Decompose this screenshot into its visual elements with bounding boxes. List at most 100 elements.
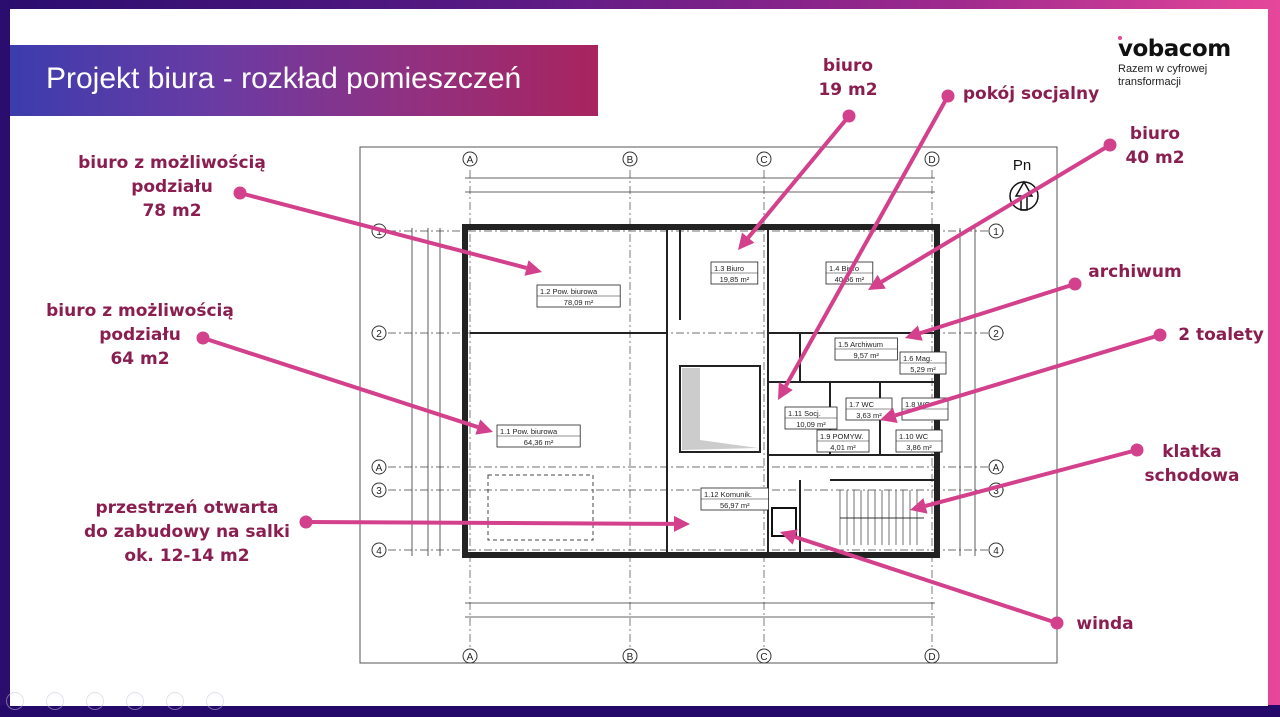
annotation-line: pokój socjalny bbox=[962, 84, 1100, 104]
axis-bubble bbox=[371, 325, 387, 341]
title-bar: Projekt biura - rozkład pomieszczeń bbox=[10, 45, 598, 116]
room-area: 10,09 m² bbox=[796, 420, 826, 429]
axis-label: D bbox=[928, 155, 935, 166]
north-arrow-glyph bbox=[1014, 180, 1034, 211]
annotation-line: ok. 12-14 m2 bbox=[124, 546, 250, 566]
annotation-arrowhead bbox=[780, 529, 798, 545]
annotation-label: winda bbox=[985, 612, 1225, 636]
room-area: 5,29 m² bbox=[910, 365, 936, 374]
axis-bubble bbox=[622, 151, 638, 167]
annotation-arrowhead bbox=[475, 419, 493, 435]
annotation-line: biuro z możliwością bbox=[46, 301, 234, 321]
annotation-label: biuro z możliwością podziału 64 m2 bbox=[20, 299, 260, 371]
annotation-arrow-line bbox=[305, 520, 675, 526]
annotation-line: biuro bbox=[822, 56, 874, 76]
axis-label: D bbox=[928, 652, 935, 663]
room-area: 78,09 m² bbox=[564, 298, 594, 307]
annotation-line: biuro z możliwością bbox=[78, 153, 266, 173]
annotation-dot bbox=[233, 186, 247, 200]
annotation-arrowhead bbox=[673, 515, 690, 532]
annotation-arrow-line bbox=[784, 95, 950, 388]
axis-bubble bbox=[988, 325, 1004, 341]
zoom-icon[interactable] bbox=[166, 692, 184, 710]
annotation-dot bbox=[299, 515, 313, 529]
axis-bubble bbox=[924, 648, 940, 664]
slide-title: Projekt biura - rozkład pomieszczeń bbox=[46, 62, 522, 95]
annotation-dot bbox=[196, 331, 210, 345]
room-area: 9,57 m² bbox=[853, 351, 879, 360]
pen-icon[interactable] bbox=[86, 692, 104, 710]
room-area: 4,01 m² bbox=[830, 443, 856, 452]
axis-label: 4 bbox=[993, 546, 999, 557]
room-area: 64,36 m² bbox=[524, 438, 554, 447]
room-name: 1.1 Pow. biurowa bbox=[500, 427, 558, 436]
axis-bubble bbox=[988, 542, 1004, 558]
room-name: 1.2 Pow. biurowa bbox=[540, 287, 598, 296]
axis-bubble bbox=[622, 648, 638, 664]
axis-bubble bbox=[371, 482, 387, 498]
meeting-room-outline bbox=[487, 474, 594, 541]
axis-bubble bbox=[371, 542, 387, 558]
room-name: 1.4 Biuro bbox=[829, 264, 859, 273]
annotation-line: schodowa bbox=[1144, 466, 1240, 486]
axis-bubble bbox=[462, 648, 478, 664]
room-area: 40,06 m² bbox=[835, 275, 865, 284]
logo-dot bbox=[1118, 36, 1122, 40]
annotation-arrow-line bbox=[746, 114, 851, 239]
axis-label: A bbox=[467, 652, 474, 663]
room-name: 1.9 POMYW. bbox=[820, 432, 863, 441]
axis-label: 1 bbox=[376, 227, 382, 238]
pointer-icon[interactable] bbox=[126, 692, 144, 710]
prev-slide-icon[interactable] bbox=[6, 692, 24, 710]
annotation-arrow-line bbox=[239, 191, 528, 270]
slide-nav-controls bbox=[6, 692, 224, 710]
annotation-arrow-line bbox=[919, 282, 1076, 336]
axis-label: B bbox=[627, 155, 634, 166]
room-name: 1.5 Archiwum bbox=[838, 340, 883, 349]
annotation-dot bbox=[1153, 328, 1167, 342]
more-icon[interactable] bbox=[206, 692, 224, 710]
axis-label: 4 bbox=[376, 546, 382, 557]
room-area: 19,85 m² bbox=[720, 275, 750, 284]
annotation-arrowhead bbox=[738, 232, 755, 250]
annotation-line: klatka bbox=[1162, 442, 1222, 462]
annotation-dot bbox=[842, 109, 856, 123]
annotation-arrowhead bbox=[778, 382, 793, 400]
annotation-label: archiwum bbox=[1015, 260, 1255, 284]
atrium-shading bbox=[682, 368, 758, 450]
annotation-line: przestrzeń otwarta bbox=[95, 498, 279, 518]
drawing-frame bbox=[359, 146, 1058, 664]
annotation-line: podziału bbox=[131, 177, 213, 197]
annotation-arrowhead bbox=[910, 498, 928, 514]
annotation-dot bbox=[1130, 443, 1144, 457]
annotation-arrow-line bbox=[794, 535, 1058, 625]
annotation-arrowhead bbox=[905, 325, 923, 341]
axis-label: A bbox=[376, 463, 383, 474]
annotation-dot bbox=[1050, 616, 1064, 630]
axis-label: C bbox=[760, 652, 767, 663]
annotation-dot bbox=[941, 89, 955, 103]
annotation-line: do zabudowy na salki bbox=[83, 522, 290, 542]
annotation-label: 2 toalety bbox=[1101, 323, 1280, 347]
room-name: 1.11 Socj. bbox=[788, 409, 821, 418]
elevator-shaft bbox=[771, 507, 797, 537]
logo-tagline-2: transformacji bbox=[1118, 76, 1181, 88]
annotation-arrowhead bbox=[880, 407, 898, 424]
annotation-line: archiwum bbox=[1088, 262, 1182, 282]
annotation-line: 40 m2 bbox=[1125, 148, 1185, 168]
next-slide-icon[interactable] bbox=[46, 692, 64, 710]
axis-label: 1 bbox=[993, 227, 999, 238]
annotation-arrowhead bbox=[524, 260, 542, 276]
axis-label: C bbox=[760, 155, 767, 166]
axis-bubble bbox=[756, 151, 772, 167]
annotation-label: pokój socjalny bbox=[911, 82, 1151, 106]
axis-label: 2 bbox=[993, 329, 999, 340]
north-label: Pn bbox=[1013, 157, 1031, 174]
annotation-line: 64 m2 bbox=[110, 349, 170, 369]
annotation-line: podziału bbox=[99, 325, 181, 345]
axis-bubble bbox=[756, 648, 772, 664]
axis-label: 3 bbox=[993, 486, 999, 497]
